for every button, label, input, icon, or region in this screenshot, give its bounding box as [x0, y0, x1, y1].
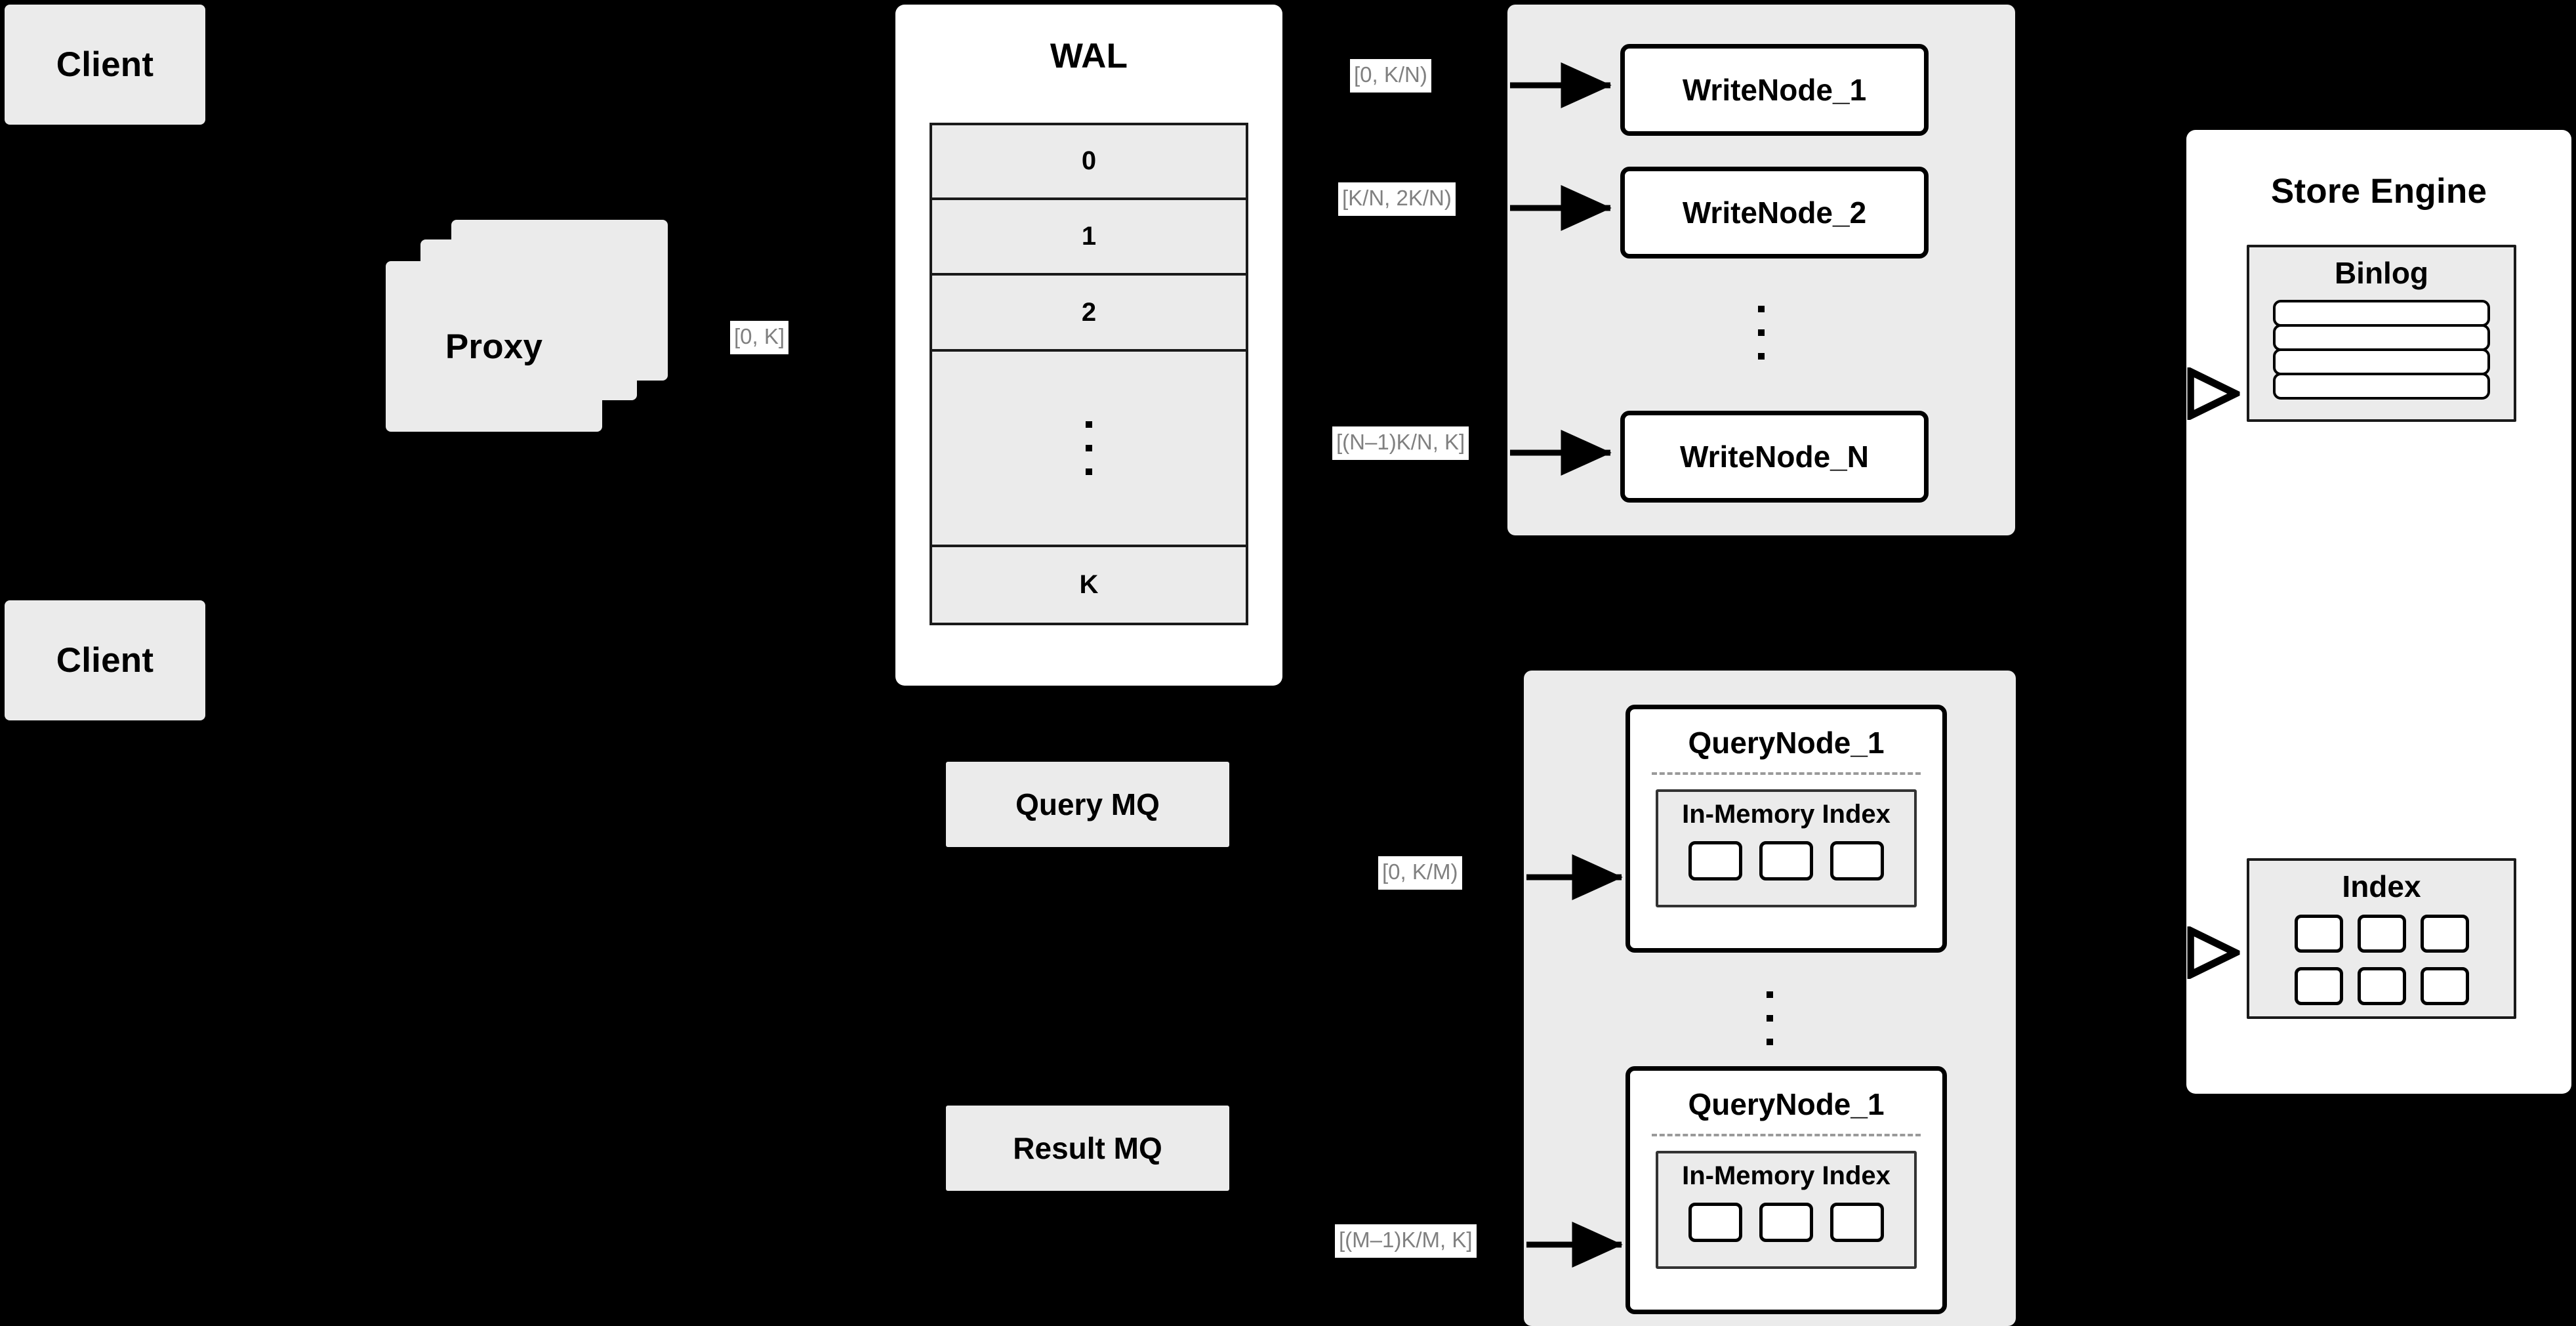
- dot-icon: [1767, 1015, 1773, 1022]
- binlog-title: Binlog: [2334, 256, 2429, 290]
- dot-icon: [1758, 353, 1765, 360]
- dot-icon: [1767, 1039, 1773, 1045]
- store-engine-title: Store Engine: [2270, 172, 2487, 211]
- wal-title: WAL: [1050, 37, 1128, 75]
- vertical-ellipsis-icon: [1086, 421, 1092, 475]
- index-slot: [1759, 1203, 1813, 1242]
- dot-icon: [1758, 306, 1765, 312]
- write-node-label: WriteNode_N: [1680, 440, 1869, 474]
- client-node-2[interactable]: Client: [5, 600, 205, 720]
- range-label-text: [0, K]: [734, 324, 785, 348]
- wal-entry-table: 0 1 2 K: [930, 123, 1248, 625]
- index-slot: [2294, 915, 2343, 953]
- query-node-divider: [1652, 1134, 1921, 1136]
- index-slot: [1830, 841, 1884, 881]
- client-node-1[interactable]: Client: [5, 5, 205, 125]
- in-memory-index-panel: In-Memory Index: [1655, 789, 1917, 907]
- result-mq-label: Result MQ: [1013, 1131, 1162, 1165]
- binlog-row: [2273, 348, 2490, 375]
- write-node-label: WriteNode_2: [1682, 196, 1867, 230]
- query-mq-label: Query MQ: [1015, 787, 1160, 821]
- index-slot: [2420, 967, 2469, 1005]
- range-label-query-node-1: [0, K/M): [1378, 856, 1462, 890]
- query-node-divider: [1652, 772, 1921, 775]
- write-node-1[interactable]: WriteNode_1: [1620, 44, 1929, 136]
- range-label-write-node-2: [K/N, 2K/N): [1338, 182, 1456, 216]
- wal-entry-ellipsis: [932, 352, 1246, 547]
- wal-entry-0: 0: [932, 125, 1246, 200]
- index-panel: Index: [2247, 858, 2516, 1019]
- dot-icon: [1086, 468, 1092, 475]
- query-node-1[interactable]: QueryNode_1 In-Memory Index: [1625, 705, 1947, 953]
- index-slot: [2357, 915, 2406, 953]
- binlog-row: [2273, 300, 2490, 327]
- write-node-cluster: WriteNode_1 WriteNode_2 WriteNode_N: [1507, 5, 2015, 535]
- query-cluster-vertical-ellipsis-icon: [1524, 966, 2016, 1071]
- proxy-node[interactable]: Proxy: [386, 261, 602, 432]
- range-label-write-node-n: [(N–1)K/N, K]: [1332, 426, 1469, 460]
- dot-icon: [1086, 444, 1092, 451]
- index-slot: [2420, 915, 2469, 953]
- query-node-label: QueryNode_1: [1688, 726, 1885, 760]
- binlog-panel: Binlog: [2247, 245, 2516, 422]
- client-label: Client: [56, 45, 154, 84]
- index-title: Index: [2342, 869, 2421, 903]
- store-engine-panel: Store Engine Binlog Index: [2186, 130, 2571, 1094]
- wal-panel: WAL 0 1 2 K: [895, 5, 1282, 686]
- query-mq-node[interactable]: Query MQ: [946, 762, 1229, 847]
- index-slot: [1830, 1203, 1884, 1242]
- write-node-label: WriteNode_1: [1682, 73, 1867, 107]
- wal-entry-2: 2: [932, 276, 1246, 352]
- in-memory-index-panel: In-Memory Index: [1655, 1151, 1917, 1269]
- result-mq-node[interactable]: Result MQ: [946, 1106, 1229, 1191]
- binlog-row: [2273, 373, 2490, 400]
- query-node-label: QueryNode_1: [1688, 1087, 1885, 1121]
- index-slot: [1688, 1203, 1742, 1242]
- write-node-n[interactable]: WriteNode_N: [1620, 411, 1929, 503]
- dot-icon: [1086, 421, 1092, 428]
- dot-icon: [1767, 991, 1773, 998]
- in-memory-index-title: In-Memory Index: [1682, 800, 1891, 829]
- wal-entry-1: 1: [932, 200, 1246, 276]
- range-label-proxy-to-wal: [0, K]: [730, 321, 789, 354]
- index-slot: [1688, 841, 1742, 881]
- range-label-write-node-1: [0, K/N): [1350, 59, 1431, 93]
- query-node-cluster: QueryNode_1 In-Memory Index: [1524, 671, 2016, 1326]
- index-slot: [1759, 841, 1813, 881]
- range-label-query-node-m: [(M–1)K/M, K]: [1335, 1224, 1477, 1258]
- dot-icon: [1758, 329, 1765, 336]
- index-slot: [2294, 967, 2343, 1005]
- wal-entry-k: K: [1079, 570, 1099, 599]
- query-node-m[interactable]: QueryNode_1 In-Memory Index: [1625, 1066, 1947, 1314]
- write-cluster-vertical-ellipsis-icon: [1507, 280, 2015, 385]
- proxy-label: Proxy: [445, 327, 543, 366]
- write-node-2[interactable]: WriteNode_2: [1620, 167, 1929, 259]
- binlog-row: [2273, 324, 2490, 351]
- index-slot: [2357, 967, 2406, 1005]
- in-memory-index-title: In-Memory Index: [1682, 1161, 1891, 1190]
- client-label: Client: [56, 641, 154, 680]
